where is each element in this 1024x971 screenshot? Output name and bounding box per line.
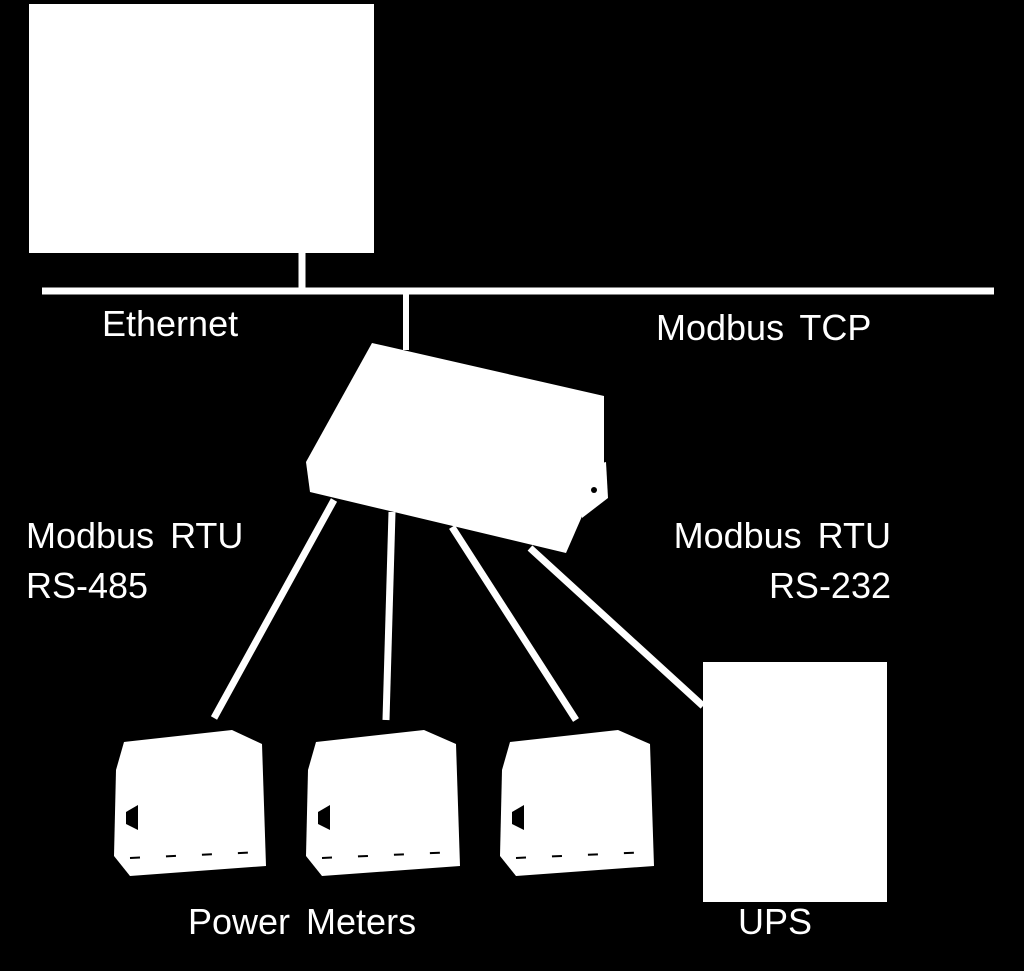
modbus-tcp-label: Modbus TCP [656, 307, 871, 348]
gateway-body [306, 343, 604, 553]
gateway-mount-hole [591, 487, 597, 493]
power-meter-notch [512, 805, 524, 830]
rs485-line-meter-1 [210, 498, 338, 720]
power-meter-2 [306, 730, 460, 876]
power-meter-body [500, 730, 654, 876]
power-meters-label: Power Meters [188, 901, 416, 942]
rtu-left-line1: Modbus RTU [26, 515, 243, 556]
gateway-device [306, 343, 608, 553]
ethernet-label: Ethernet [102, 303, 238, 344]
rs485-line-meter-3 [449, 525, 579, 722]
ups-box [703, 662, 887, 902]
power-meter-body [306, 730, 460, 876]
power-meter-3 [500, 730, 654, 876]
power-meter-notch [318, 805, 330, 830]
power-meter-edge [129, 851, 263, 859]
power-meter-notch [126, 805, 138, 830]
host-computer-box [29, 4, 374, 253]
power-meter-1 [114, 730, 266, 876]
rtu-left-line2: RS-485 [26, 565, 148, 606]
rtu-right-line1: Modbus RTU [674, 515, 891, 556]
rtu-right-line2: RS-232 [769, 565, 891, 606]
rs232-line-ups [527, 545, 706, 709]
power-meter-edge [515, 851, 651, 859]
power-meter-body [114, 730, 266, 876]
rs485-line-meter-2 [382, 511, 396, 721]
ups-label: UPS [738, 901, 812, 942]
power-meter-edge [321, 851, 457, 859]
